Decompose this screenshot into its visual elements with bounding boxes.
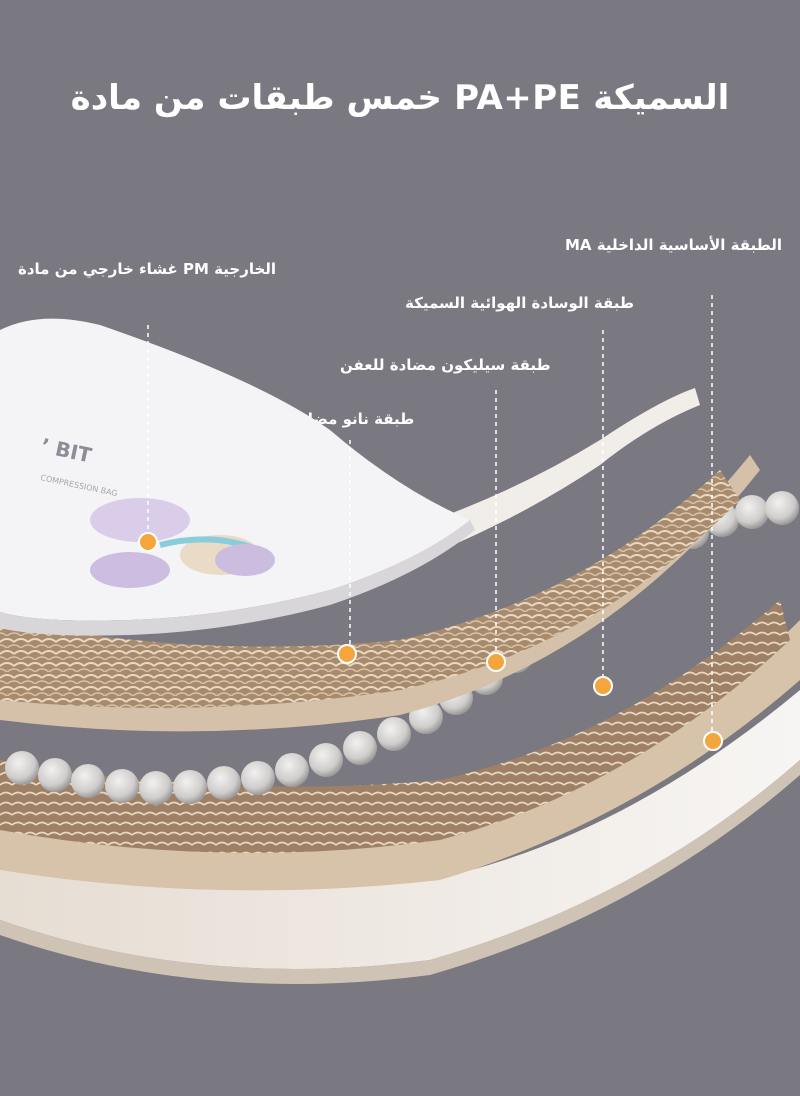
upper-honeycomb [0, 470, 740, 708]
callout-dot-nano [337, 644, 357, 664]
callout-dot-cushion [593, 676, 613, 696]
leader-lines [147, 295, 713, 740]
outer-film [0, 318, 470, 621]
callout-dot-base [703, 731, 723, 751]
callout-dot-outer [138, 532, 158, 552]
label-outer-film: الخارجية PM غشاء خارجي من مادة [18, 260, 277, 278]
base-layer [0, 690, 800, 969]
label-silicone-layer: طبقة سيليكون مضادة للعفن [340, 356, 551, 374]
page-title: السميكة PA+PE خمس طبقات من مادة [70, 78, 730, 118]
callout-dots [138, 532, 723, 751]
butterfly-graphic [90, 498, 275, 588]
label-base-layer: الطبقة الأساسية الداخلية MA [564, 236, 782, 254]
callout-dot-silicone [486, 652, 506, 672]
label-air-cushion: طبقة الوسادة الهوائية السميكة [405, 294, 635, 312]
